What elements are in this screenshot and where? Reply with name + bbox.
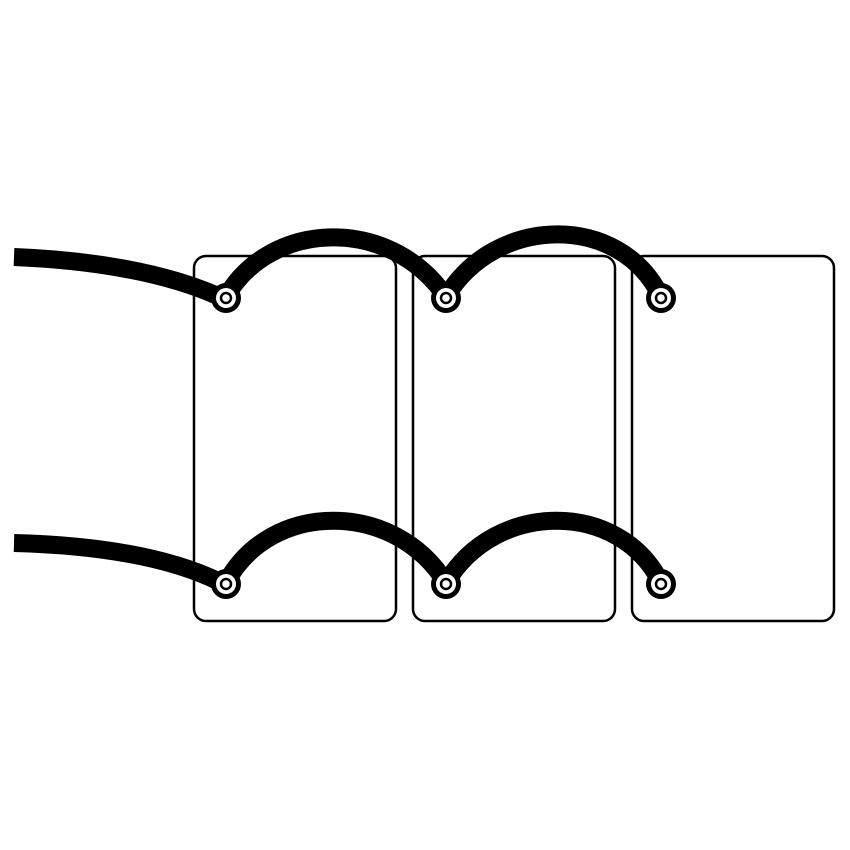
ring-terminal-icon <box>431 283 461 313</box>
ring-terminal-icon <box>646 283 676 313</box>
bottom-cable-jumper-2-icon <box>438 511 670 588</box>
bottom-cable-lead-icon <box>13 534 224 591</box>
ring-terminal-icon <box>211 569 241 599</box>
panel-2 <box>411 254 617 623</box>
top-terminals <box>211 283 676 313</box>
panel-group <box>192 254 836 623</box>
top-cable-lead-icon <box>13 248 224 306</box>
ring-terminal-icon <box>211 283 241 313</box>
panel-1 <box>192 254 398 623</box>
top-cable-jumper-1-icon <box>218 228 454 303</box>
top-cable <box>13 225 670 306</box>
panel-3 <box>630 254 836 623</box>
ring-terminal-icon <box>431 569 461 599</box>
top-cable-jumper-2-icon <box>438 225 670 302</box>
bottom-cable <box>13 511 670 591</box>
bottom-cable-jumper-1-icon <box>218 511 454 588</box>
bottom-terminals <box>211 569 676 599</box>
ring-terminal-icon <box>646 569 676 599</box>
